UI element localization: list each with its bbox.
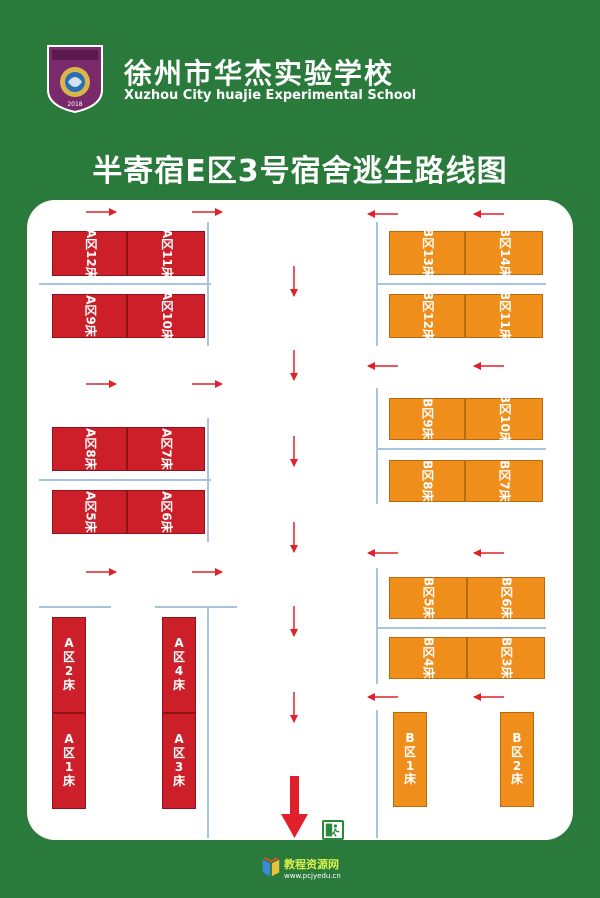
- bed-a12: A区12床: [52, 228, 127, 278]
- school-name-cn: 徐州市华杰实验学校: [124, 57, 395, 90]
- bed-a4: A 区 4 床: [162, 617, 196, 713]
- wall: [376, 568, 378, 684]
- bed-a8: A区8床: [52, 427, 127, 471]
- bed-b7: B区7床: [465, 460, 543, 502]
- site-url: www.pcjyedu.cn: [284, 872, 341, 880]
- bed-b8: B区8床: [389, 460, 465, 502]
- bed-b9: B区9床: [389, 398, 465, 440]
- bed-b6: B区6床: [467, 577, 545, 619]
- bed-b5: B区5床: [389, 577, 467, 619]
- wall: [376, 627, 546, 629]
- wall: [376, 710, 378, 838]
- bed-b14: B区14床: [465, 228, 543, 278]
- wall: [39, 283, 211, 285]
- site-name: 教程资源网: [284, 858, 339, 871]
- wall: [207, 606, 209, 838]
- wall: [207, 418, 209, 542]
- bed-b12: B区12床: [389, 291, 465, 341]
- bed-b10: B区10床: [465, 394, 543, 444]
- bed-b4: B区4床: [389, 637, 467, 679]
- exit-arrow-icon: [281, 776, 308, 838]
- logo-year: 2018: [67, 101, 82, 108]
- school-name-en: Xuzhou City huajie Experimental School: [124, 88, 417, 103]
- bed-a11: A区11床: [127, 228, 205, 278]
- site-logo-icon: [262, 857, 280, 877]
- emergency-exit-icon: [322, 820, 344, 840]
- bed-a6: A区6床: [127, 490, 205, 534]
- page-title: 半寄宿E区3号宿舍逃生路线图: [92, 154, 508, 189]
- wall: [207, 222, 209, 346]
- wall: [376, 388, 378, 504]
- bed-a3: A 区 3 床: [162, 713, 196, 809]
- wall: [39, 479, 211, 481]
- wall: [376, 448, 546, 450]
- bed-a2: A 区 2 床: [52, 617, 86, 713]
- bed-b3: B区3床: [467, 637, 545, 679]
- bed-a9: A区9床: [52, 294, 127, 338]
- bed-a10: A区10床: [127, 291, 205, 341]
- bed-b11: B区11床: [465, 291, 543, 341]
- bed-a7: A区7床: [127, 427, 205, 471]
- wall: [376, 283, 546, 285]
- wall: [376, 222, 378, 346]
- bed-b1: B 区 1 床: [393, 712, 427, 807]
- bed-b2: B 区 2 床: [500, 712, 534, 807]
- bed-a5: A区5床: [52, 490, 127, 534]
- school-logo: 2018: [47, 45, 103, 114]
- wall: [155, 606, 237, 608]
- wall: [39, 606, 111, 608]
- bed-b13: B区13床: [389, 228, 465, 278]
- bed-a1: A 区 1 床: [52, 713, 86, 809]
